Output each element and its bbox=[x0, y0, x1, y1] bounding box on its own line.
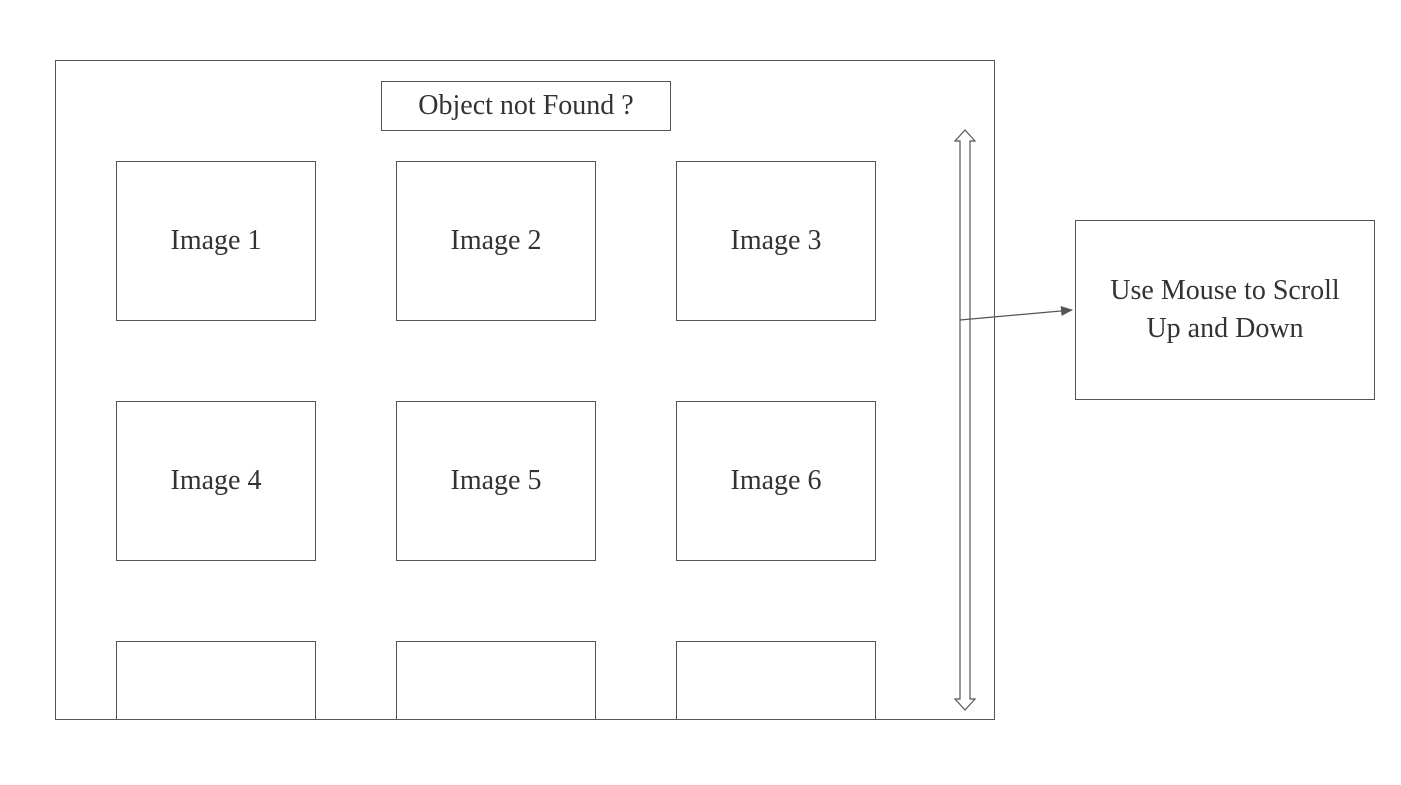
image-tile-1[interactable]: Image 1 bbox=[116, 161, 316, 321]
image-tile-2[interactable]: Image 2 bbox=[396, 161, 596, 321]
image-tile-8[interactable] bbox=[396, 641, 596, 719]
image-tile-5[interactable]: Image 5 bbox=[396, 401, 596, 561]
scroll-arrow-icon[interactable] bbox=[953, 129, 977, 711]
image-tile-9[interactable] bbox=[676, 641, 876, 719]
object-not-found-button[interactable]: Object not Found ? bbox=[381, 81, 671, 131]
image-tile-7[interactable] bbox=[116, 641, 316, 719]
gallery-frame: Object not Found ? Image 1 Image 2 Image… bbox=[55, 60, 995, 720]
image-tile-6[interactable]: Image 6 bbox=[676, 401, 876, 561]
image-tile-3[interactable]: Image 3 bbox=[676, 161, 876, 321]
scroll-instruction-note: Use Mouse to Scroll Up and Down bbox=[1075, 220, 1375, 400]
image-tile-4[interactable]: Image 4 bbox=[116, 401, 316, 561]
